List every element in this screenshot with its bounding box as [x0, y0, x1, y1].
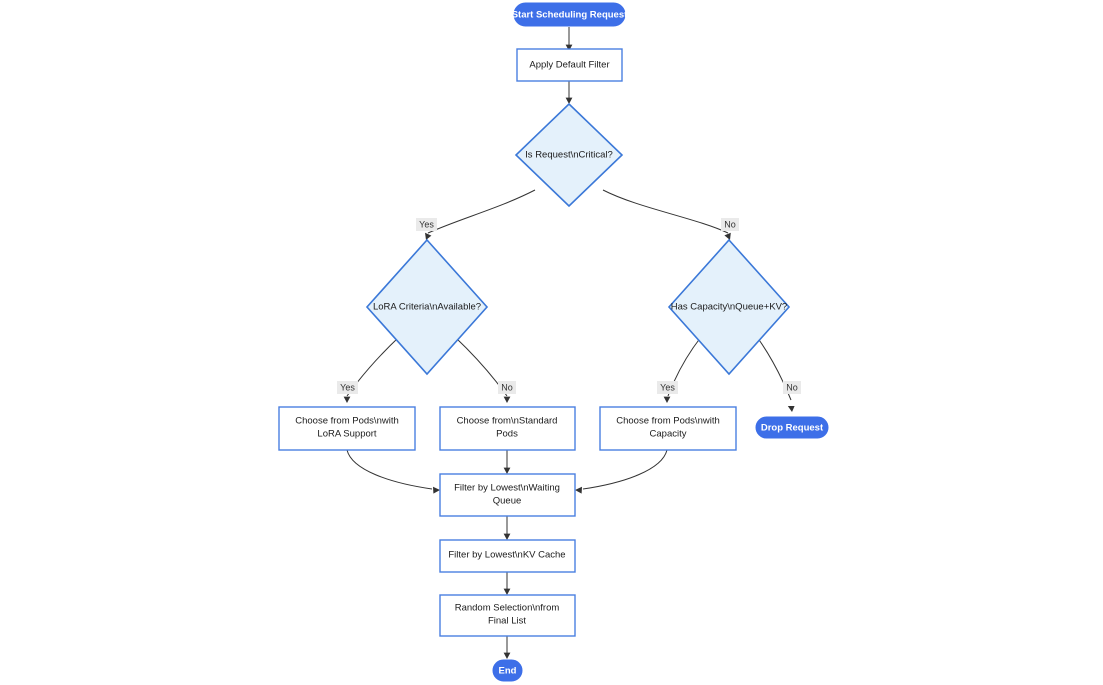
drop-request-shape: [755, 416, 829, 439]
node-random-selection[interactable]: Random Selection\nfrom Final List: [439, 594, 576, 637]
edge-pods-lora-to-filter-queue: [346, 449, 440, 494]
edge-label-lora-yes-bg: [337, 381, 358, 394]
edge-random-select-to-end: [503, 636, 511, 659]
node-choose-pods-lora[interactable]: Choose from Pods\nwith LoRA Support: [278, 406, 416, 451]
start-label: Start Scheduling Request: [512, 10, 628, 21]
choose-pods-lora-label-line1: Choose from Pods\nwith: [295, 416, 399, 427]
node-has-capacity[interactable]: Has Capacity\nQueue+KV?: [667, 238, 791, 376]
edge-label-capacity-yes: Yes: [657, 381, 678, 394]
edge-label-critical-no-bg: [721, 218, 739, 231]
edge-filter-queue-to-filter-kv: [503, 516, 511, 540]
edge-label-lora-no-text: No: [501, 382, 513, 392]
edge-label-lora-no-bg: [498, 381, 516, 394]
choose-pods-lora-shape: [278, 406, 416, 451]
edge-label-critical-yes-bg: [416, 218, 437, 231]
has-capacity-label: Has Capacity\nQueue+KV?: [671, 302, 787, 313]
edge-label-critical-no-text: No: [724, 219, 736, 229]
node-choose-pods-capacity[interactable]: Choose from Pods\nwith Capacity: [599, 406, 737, 451]
edge-label-lora-yes: Yes: [337, 381, 358, 394]
is-request-critical-shape: [514, 102, 624, 208]
edge-label-capacity-yes-text: Yes: [660, 382, 675, 392]
edge-filter-kv-to-random-select: [503, 572, 511, 595]
edge-label-capacity-no: No: [783, 381, 801, 394]
edge-label-critical-yes-text: Yes: [419, 219, 434, 229]
has-capacity-shape: [667, 238, 791, 376]
node-start[interactable]: Start Scheduling Request: [512, 2, 628, 27]
start-shape: [513, 2, 626, 27]
filter-kv-cache-label: Filter by Lowest\nKV Cache: [448, 550, 565, 561]
random-selection-shape: [439, 594, 576, 637]
lora-criteria-available-shape: [365, 238, 489, 376]
edge-pods-capacity-to-filter-queue: [575, 449, 668, 494]
apply-default-filter-shape: [516, 48, 623, 82]
choose-pods-standard-label-line2: Pods: [496, 429, 518, 440]
node-apply-default-filter[interactable]: Apply Default Filter: [516, 48, 623, 82]
filter-waiting-queue-label-line1: Filter by Lowest\nWaiting: [454, 483, 560, 494]
edge-label-lora-yes-text: Yes: [340, 382, 355, 392]
edge-is-critical-to-lora-criteria: [425, 189, 536, 240]
choose-pods-standard-label-line1: Choose from\nStandard: [457, 416, 558, 427]
drop-request-label: Drop Request: [761, 423, 824, 434]
node-filter-kv-cache[interactable]: Filter by Lowest\nKV Cache: [439, 539, 576, 573]
random-selection-label-line2: Final List: [488, 616, 526, 627]
end-shape: [492, 659, 523, 682]
node-is-request-critical[interactable]: Is Request\nCritical?: [514, 102, 624, 208]
choose-pods-capacity-label-line1: Choose from Pods\nwith: [616, 416, 720, 427]
edge-label-critical-no: No: [721, 218, 739, 231]
choose-pods-capacity-label-line2: Capacity: [650, 429, 687, 440]
edge-is-critical-to-has-capacity: [602, 189, 731, 240]
node-lora-criteria-available[interactable]: LoRA Criteria\nAvailable?: [365, 238, 489, 376]
node-drop-request[interactable]: Drop Request: [755, 416, 829, 439]
filter-waiting-queue-shape: [439, 473, 576, 517]
is-request-critical-label: Is Request\nCritical?: [525, 150, 613, 161]
edge-has-capacity-to-drop-request: [756, 336, 795, 412]
edge-label-capacity-yes-bg: [657, 381, 678, 394]
edge-label-critical-yes: Yes: [416, 218, 437, 231]
lora-criteria-available-label: LoRA Criteria\nAvailable?: [373, 302, 481, 313]
node-choose-pods-standard[interactable]: Choose from\nStandard Pods: [439, 406, 576, 451]
apply-default-filter-label: Apply Default Filter: [529, 60, 609, 71]
node-end[interactable]: End: [492, 659, 523, 682]
choose-pods-capacity-shape: [599, 406, 737, 451]
edge-label-capacity-no-bg: [783, 381, 801, 394]
choose-pods-standard-shape: [439, 406, 576, 451]
filter-kv-cache-shape: [439, 539, 576, 573]
node-filter-waiting-queue[interactable]: Filter by Lowest\nWaiting Queue: [439, 473, 576, 517]
edge-start-to-default-filter: [565, 27, 573, 51]
edge-default-filter-to-is-critical: [565, 81, 573, 104]
filter-waiting-queue-label-line2: Queue: [493, 496, 522, 507]
choose-pods-lora-label-line2: LoRA Support: [317, 429, 377, 440]
end-label: End: [499, 666, 517, 677]
edge-pods-standard-to-filter-queue: [503, 450, 511, 474]
edge-label-lora-no: No: [498, 381, 516, 394]
random-selection-label-line1: Random Selection\nfrom: [455, 603, 560, 614]
edge-label-capacity-no-text: No: [786, 382, 798, 392]
